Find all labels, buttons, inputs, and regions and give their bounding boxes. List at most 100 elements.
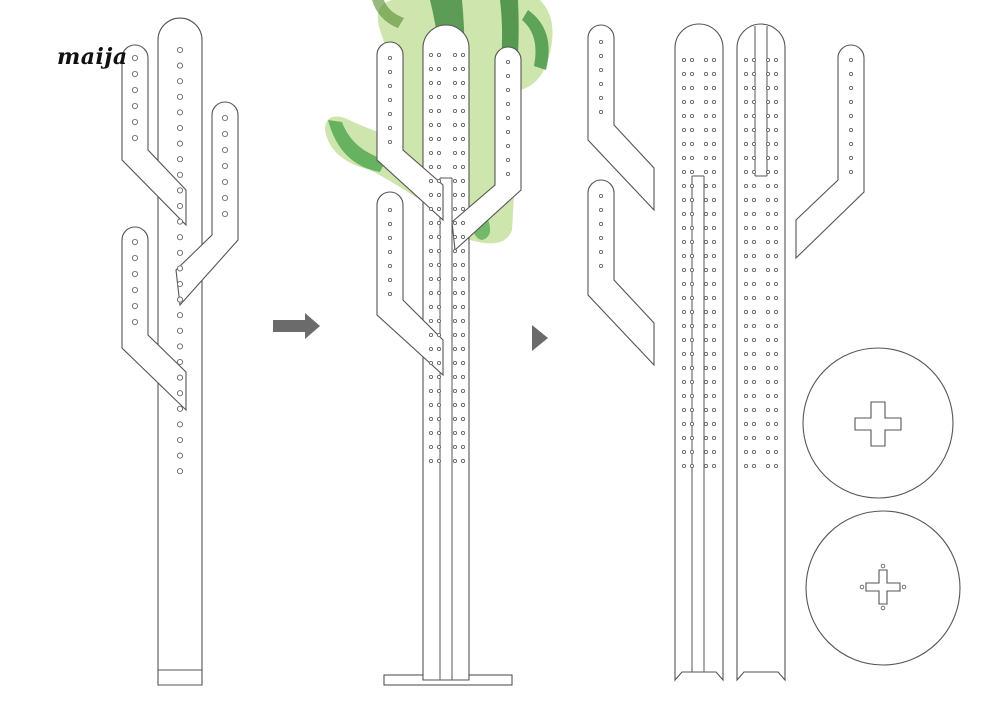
peg-hole bbox=[703, 379, 709, 385]
peg-hole bbox=[765, 169, 771, 175]
trunk-holes bbox=[131, 46, 229, 475]
peg-hole bbox=[751, 211, 757, 217]
peg-hole bbox=[221, 162, 229, 170]
peg-hole bbox=[681, 463, 687, 469]
part-trunk-right bbox=[736, 23, 786, 682]
peg-hole bbox=[703, 225, 709, 231]
peg-hole bbox=[765, 113, 771, 119]
peg-hole bbox=[773, 253, 779, 259]
peg-hole bbox=[681, 113, 687, 119]
peg-hole bbox=[598, 263, 604, 269]
arrow-right-icon bbox=[273, 313, 320, 339]
peg-hole bbox=[598, 95, 604, 101]
peg-hole bbox=[689, 351, 695, 357]
peg-hole bbox=[460, 234, 466, 240]
peg-hole bbox=[176, 343, 184, 350]
peg-hole bbox=[743, 435, 749, 441]
peg-hole bbox=[751, 197, 757, 203]
arm-lower-left bbox=[121, 226, 187, 412]
peg-hole bbox=[131, 302, 139, 310]
peg-hole bbox=[598, 221, 604, 227]
peg-hole bbox=[743, 169, 749, 175]
peg-hole bbox=[689, 183, 695, 189]
peg-hole bbox=[703, 99, 709, 105]
peg-hole bbox=[460, 122, 466, 128]
panel-assembled-view bbox=[121, 17, 239, 686]
peg-hole bbox=[773, 85, 779, 91]
peg-hole bbox=[387, 97, 393, 103]
peg-hole bbox=[765, 393, 771, 399]
peg-hole bbox=[176, 405, 184, 412]
peg-hole bbox=[689, 463, 695, 469]
peg-hole bbox=[711, 239, 717, 245]
peg-hole bbox=[598, 39, 604, 45]
peg-hole bbox=[711, 365, 717, 371]
peg-hole bbox=[689, 197, 695, 203]
part-arm-a bbox=[587, 24, 655, 212]
peg-hole bbox=[711, 141, 717, 147]
peg-hole bbox=[711, 57, 717, 63]
peg-hole bbox=[743, 365, 749, 371]
peg-hole bbox=[689, 449, 695, 455]
peg-hole bbox=[452, 290, 458, 296]
peg-hole bbox=[428, 416, 434, 422]
peg-hole bbox=[703, 57, 709, 63]
peg-hole bbox=[681, 211, 687, 217]
peg-hole bbox=[848, 141, 854, 147]
peg-hole bbox=[387, 277, 393, 283]
peg-hole bbox=[681, 379, 687, 385]
peg-hole bbox=[505, 101, 511, 107]
peg-hole bbox=[428, 346, 434, 352]
peg-hole bbox=[436, 318, 442, 324]
triangle-right-icon bbox=[532, 325, 548, 351]
peg-hole bbox=[689, 85, 695, 91]
peg-hole bbox=[703, 365, 709, 371]
peg-hole bbox=[176, 78, 184, 85]
peg-hole bbox=[452, 388, 458, 394]
peg-hole bbox=[773, 393, 779, 399]
peg-hole bbox=[681, 309, 687, 315]
peg-hole bbox=[743, 127, 749, 133]
peg-hole bbox=[176, 296, 184, 303]
part-arm-c bbox=[795, 44, 865, 260]
peg-hole bbox=[436, 52, 442, 58]
peg-hole bbox=[689, 295, 695, 301]
peg-hole bbox=[711, 225, 717, 231]
peg-hole bbox=[765, 183, 771, 189]
peg-hole bbox=[428, 458, 434, 464]
peg-hole bbox=[681, 99, 687, 105]
peg-hole bbox=[703, 351, 709, 357]
peg-hole bbox=[436, 346, 442, 352]
peg-hole bbox=[452, 402, 458, 408]
peg-hole bbox=[598, 67, 604, 73]
peg-hole bbox=[711, 351, 717, 357]
peg-hole bbox=[428, 80, 434, 86]
peg-hole bbox=[436, 234, 442, 240]
peg-hole bbox=[452, 458, 458, 464]
peg-hole bbox=[681, 295, 687, 301]
peg-hole bbox=[505, 59, 511, 65]
peg-hole bbox=[428, 248, 434, 254]
peg-hole bbox=[751, 71, 757, 77]
peg-hole bbox=[703, 407, 709, 413]
peg-hole bbox=[436, 374, 442, 380]
peg-hole bbox=[505, 157, 511, 163]
peg-hole bbox=[436, 444, 442, 450]
peg-hole bbox=[711, 169, 717, 175]
peg-hole bbox=[428, 388, 434, 394]
peg-hole bbox=[773, 449, 779, 455]
peg-hole bbox=[428, 374, 434, 380]
peg-hole bbox=[751, 155, 757, 161]
peg-hole bbox=[436, 262, 442, 268]
peg-hole bbox=[452, 276, 458, 282]
peg-hole bbox=[773, 295, 779, 301]
peg-hole bbox=[711, 85, 717, 91]
peg-hole bbox=[711, 379, 717, 385]
peg-hole bbox=[681, 421, 687, 427]
peg-hole bbox=[765, 239, 771, 245]
peg-hole bbox=[505, 87, 511, 93]
peg-hole bbox=[681, 435, 687, 441]
peg-hole bbox=[460, 346, 466, 352]
peg-hole bbox=[681, 57, 687, 63]
peg-hole bbox=[711, 295, 717, 301]
